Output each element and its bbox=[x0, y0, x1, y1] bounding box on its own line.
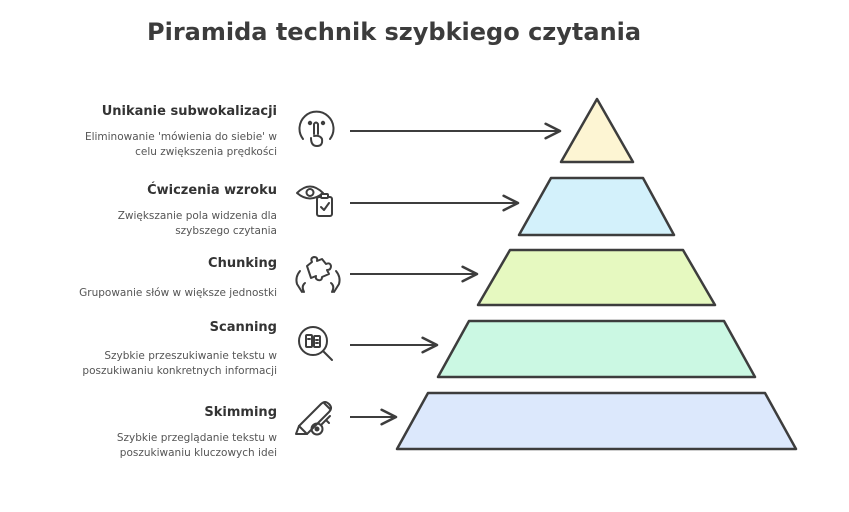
diagram-title: Piramida technik szybkiego czytania bbox=[147, 18, 642, 46]
pencil-key-icon bbox=[295, 401, 332, 436]
level-description: Szybkie przeszukiwanie tekstu w poszukiw… bbox=[82, 350, 277, 377]
level-heading: Unikanie subwokalizacji bbox=[101, 104, 277, 119]
level-scanning: Scanning Szybkie przeszukiwanie tekstu w… bbox=[82, 320, 277, 379]
pyramid-layer-4 bbox=[436, 319, 757, 379]
level-heading: Chunking bbox=[208, 256, 277, 271]
level-unikanie-subwokalizacji: Unikanie subwokalizacji Eliminowanie 'mó… bbox=[85, 104, 277, 160]
pyramid-layer-2 bbox=[517, 176, 676, 237]
level-description: Zwiększanie pola widzenia dla szybszego … bbox=[117, 210, 277, 237]
level-description: Grupowanie słów w większe jednostki bbox=[79, 287, 277, 299]
shush-face-icon bbox=[298, 110, 335, 147]
eye-clipboard-icon bbox=[296, 185, 333, 217]
level-description: Eliminowanie 'mówienia do siebie' w celu… bbox=[84, 131, 277, 158]
level-cwiczenia-wzroku: Ćwiczenia wzroku Zwiększanie pola widzen… bbox=[118, 183, 277, 239]
level-heading: Ćwiczenia wzroku bbox=[147, 183, 277, 198]
level-description: Szybkie przeglądanie tekstu w poszukiwan… bbox=[116, 432, 277, 459]
hands-puzzle-icon bbox=[295, 256, 341, 293]
pyramid-layer-1 bbox=[559, 97, 635, 164]
magnify-book-icon bbox=[298, 326, 333, 361]
level-heading: Scanning bbox=[209, 320, 277, 335]
level-chunking: Chunking Grupowanie słów w większe jedno… bbox=[79, 256, 277, 301]
pyramid-layer-3 bbox=[476, 248, 717, 307]
level-skimming: Skimming Szybkie przeglądanie tekstu w p… bbox=[117, 405, 277, 461]
level-heading: Skimming bbox=[204, 405, 277, 420]
pyramid-layer-5 bbox=[395, 391, 798, 451]
